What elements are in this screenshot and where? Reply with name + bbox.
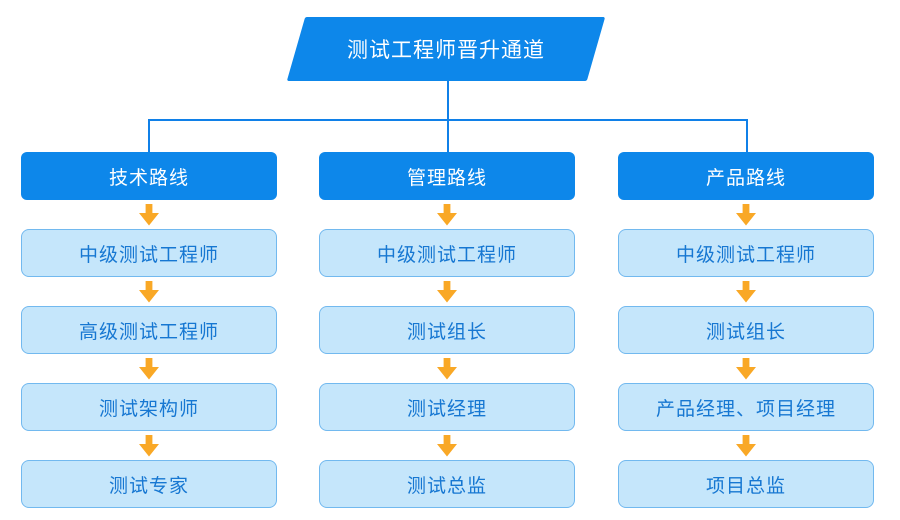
arrow-down-icon	[736, 354, 756, 383]
arrow-down-glyph	[139, 203, 159, 226]
arrow-down-icon	[437, 277, 457, 306]
connector-drop-right	[746, 119, 748, 152]
arrow-down-glyph	[736, 434, 756, 457]
arrow-down-glyph	[437, 434, 457, 457]
column-header-management: 管理路线	[319, 152, 575, 200]
arrow-down-glyph	[736, 203, 756, 226]
connector-drop-middle	[447, 119, 449, 152]
node-test-manager: 测试经理	[319, 383, 575, 431]
node-test-expert: 测试专家	[21, 460, 277, 508]
diagram-title: 测试工程师晋升通道	[347, 39, 545, 62]
column-technical-route: 技术路线 中级测试工程师 高级测试工程师 测试架构师 测试专家	[21, 152, 277, 508]
node-intermediate-test-engineer: 中级测试工程师	[21, 229, 277, 277]
column-product-route: 产品路线 中级测试工程师 测试组长 产品经理、项目经理 项目总监	[618, 152, 874, 508]
arrow-down-icon	[139, 200, 159, 229]
column-header-product: 产品路线	[618, 152, 874, 200]
node-test-team-leader: 测试组长	[618, 306, 874, 354]
node-intermediate-test-engineer: 中级测试工程师	[319, 229, 575, 277]
connector-title-stem	[447, 81, 449, 121]
node-senior-test-engineer: 高级测试工程师	[21, 306, 277, 354]
node-test-team-leader: 测试组长	[319, 306, 575, 354]
arrow-down-glyph	[437, 280, 457, 303]
arrow-down-glyph	[139, 280, 159, 303]
column-management-route: 管理路线 中级测试工程师 测试组长 测试经理 测试总监	[319, 152, 575, 508]
arrow-down-icon	[139, 354, 159, 383]
arrow-down-icon	[139, 431, 159, 460]
arrow-down-icon	[437, 354, 457, 383]
arrow-down-icon	[437, 200, 457, 229]
node-test-director: 测试总监	[319, 460, 575, 508]
arrow-down-glyph	[736, 280, 756, 303]
arrow-down-icon	[736, 200, 756, 229]
arrow-down-glyph	[139, 434, 159, 457]
arrow-down-icon	[736, 277, 756, 306]
node-product-and-project-manager: 产品经理、项目经理	[618, 383, 874, 431]
arrow-down-glyph	[437, 357, 457, 380]
connector-drop-left	[148, 119, 150, 152]
arrow-down-glyph	[736, 357, 756, 380]
arrow-down-glyph	[437, 203, 457, 226]
node-project-director: 项目总监	[618, 460, 874, 508]
node-intermediate-test-engineer: 中级测试工程师	[618, 229, 874, 277]
node-test-architect: 测试架构师	[21, 383, 277, 431]
column-header-technical: 技术路线	[21, 152, 277, 200]
arrow-down-icon	[139, 277, 159, 306]
arrow-down-glyph	[139, 357, 159, 380]
arrow-down-icon	[437, 431, 457, 460]
arrow-down-icon	[736, 431, 756, 460]
